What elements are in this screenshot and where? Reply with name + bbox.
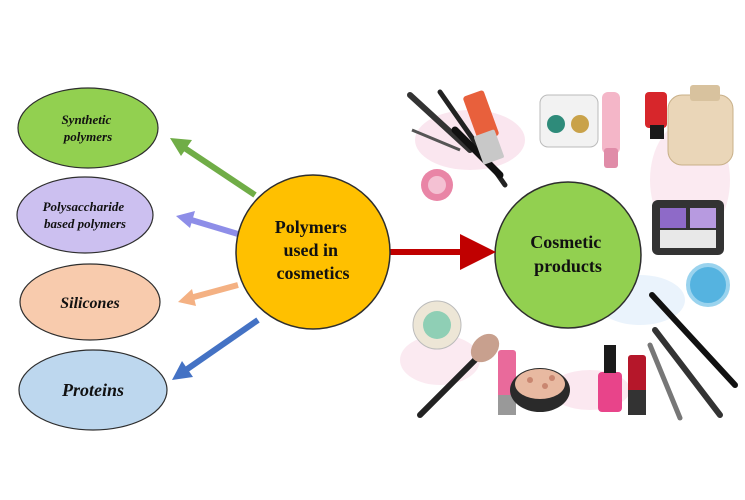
target-node-line1: Cosmetic [530, 232, 601, 252]
proteins-node [18, 349, 168, 431]
svg-text:Cosmetic products: Cosmetic products [530, 232, 605, 276]
center-node-line3: cosmetics [277, 263, 350, 283]
polysaccharide-line1: Polysaccharide [43, 199, 125, 214]
cosmetic-products-node [494, 181, 642, 329]
proteins-arrow [172, 317, 260, 380]
polysaccharide-line2: based polymers [44, 216, 126, 231]
polysaccharide-arrow [176, 211, 239, 237]
silicones-label: Silicones [60, 295, 120, 312]
cosmetic-products-illustration [400, 85, 738, 421]
center-node-line2: used in [283, 240, 338, 260]
synthetic-arrow [170, 138, 257, 198]
svg-text:Polysaccharide based polym: Polysaccharide based polymers [43, 199, 128, 231]
silicones-arrow [178, 282, 239, 306]
synthetic-line2: polymers [63, 129, 112, 144]
target-node-line2: products [534, 256, 602, 276]
polysaccharide-node [16, 176, 154, 254]
proteins-label: Proteins [61, 380, 124, 400]
svg-text:Polymers used in cosme: Polymers used in cosmetics [275, 217, 351, 283]
svg-text:Synthetic polymers: Synthetic polymers [61, 112, 114, 144]
polymers-center-node [235, 174, 391, 330]
synthetic-line1: Synthetic [61, 112, 111, 127]
synthetic-polymers-node [17, 87, 159, 169]
center-node-line1: Polymers [275, 217, 347, 237]
silicones-node [19, 263, 161, 341]
